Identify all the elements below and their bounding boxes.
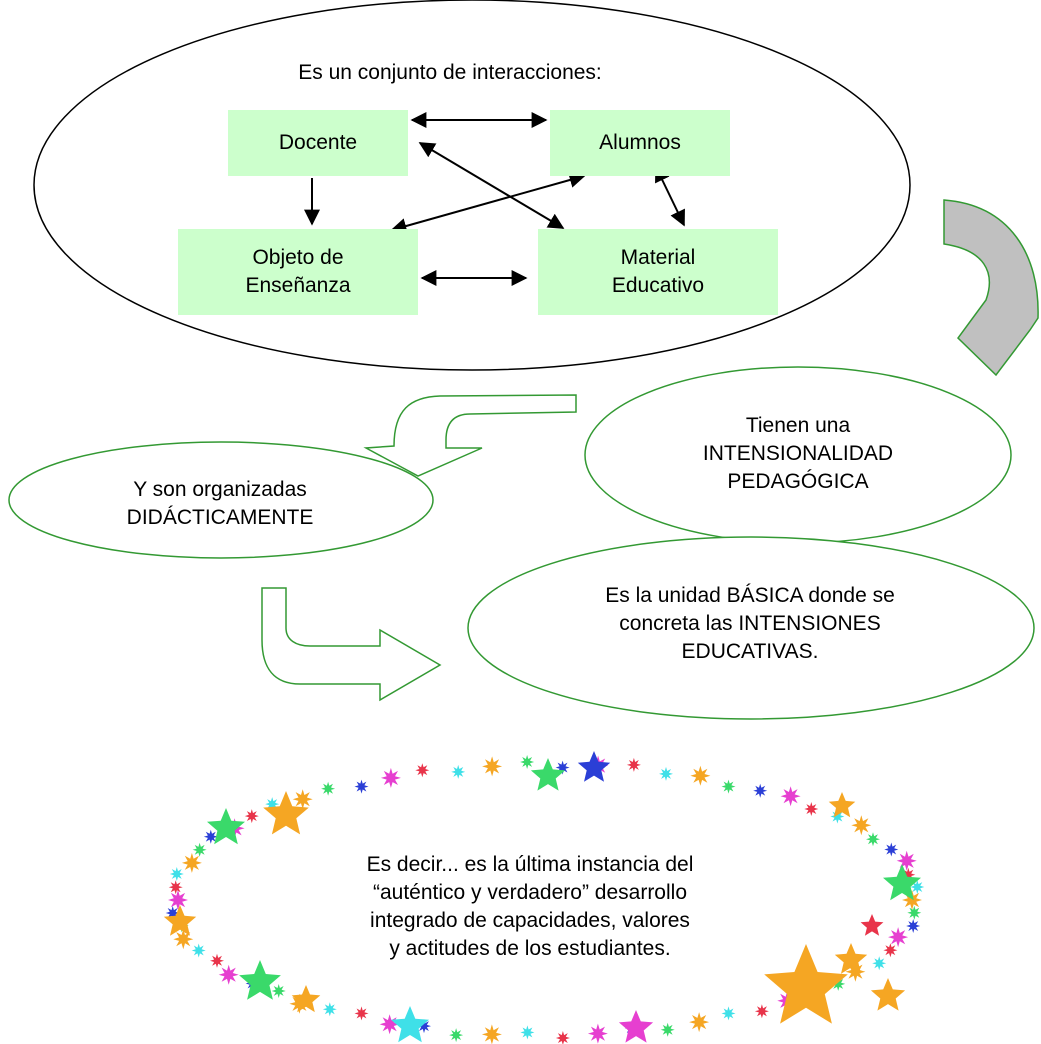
decorative-star <box>754 1004 769 1019</box>
decorative-star <box>721 779 736 794</box>
organizadas-bubble <box>8 441 434 559</box>
node-material-label: Material Educativo <box>611 246 705 297</box>
decorative-star <box>659 766 673 781</box>
decorative-star <box>896 850 917 871</box>
decorative-star <box>866 832 880 847</box>
decorative-star <box>207 808 245 845</box>
unidad-bubble <box>467 536 1035 720</box>
interactions-ellipse <box>33 0 911 371</box>
decorative-star <box>753 783 768 798</box>
decorative-star <box>322 1002 337 1017</box>
decorative-star <box>883 864 921 901</box>
bent-arrow-down-right <box>261 587 442 702</box>
decorative-star <box>451 764 466 779</box>
decorative-star <box>860 914 884 936</box>
decorative-star <box>181 852 202 873</box>
node-objeto-ensenanza: Objeto de Enseñanza <box>178 229 418 315</box>
decorative-star <box>168 880 183 895</box>
node-alumnos: Alumnos <box>550 110 730 176</box>
decorative-star <box>780 786 801 807</box>
decorative-star <box>626 757 641 772</box>
decorative-star <box>587 1023 608 1044</box>
decorative-star <box>530 758 566 791</box>
decorative-star <box>263 791 309 835</box>
curved-arrow-gray <box>943 199 1039 377</box>
decorative-star <box>379 1014 400 1035</box>
decorative-star <box>481 1024 502 1044</box>
decorative-star <box>884 842 899 857</box>
decorative-star <box>173 929 194 950</box>
decorative-star <box>449 1028 464 1043</box>
star-frame <box>163 751 925 1044</box>
node-docente: Docente <box>228 110 408 176</box>
decorative-star <box>163 905 197 936</box>
decorative-star <box>210 953 224 968</box>
decorative-star <box>391 1006 429 1043</box>
decorative-star <box>870 978 906 1011</box>
decorative-star <box>721 1006 736 1021</box>
interactions-title: Es un conjunto de interacciones: <box>298 61 602 84</box>
decorative-star <box>292 789 313 810</box>
decorative-star <box>907 905 922 920</box>
decorative-star <box>321 781 336 796</box>
star-frame-text: Es decir... es la última instancia del “… <box>366 853 694 960</box>
arrow-alumnos-objeto <box>390 172 586 234</box>
decorative-star <box>888 927 909 948</box>
unidad-text: Es la unidad BÁSICA donde se concreta la… <box>605 584 895 663</box>
intensionalidad-text: Tienen una INTENSIONALIDAD PEDAGÓGICA <box>702 414 894 493</box>
decorative-star <box>239 960 281 1000</box>
decorative-star <box>690 765 711 786</box>
decorative-star <box>380 767 401 788</box>
decorative-star <box>764 944 848 1024</box>
decorative-star <box>828 792 856 818</box>
decorative-star <box>804 802 819 816</box>
organizadas-text: Y son organizadas DIDÁCTICAMENTE <box>126 478 314 529</box>
decorative-star <box>482 756 503 777</box>
decorative-star <box>192 842 207 857</box>
decorative-star <box>218 964 239 985</box>
decorative-star <box>354 1006 369 1021</box>
decorative-star <box>291 985 321 1013</box>
decorative-star <box>520 1025 535 1040</box>
decorative-star <box>271 984 286 998</box>
decorative-star <box>660 1022 675 1037</box>
decorative-star <box>577 751 611 782</box>
decorative-star <box>618 1010 654 1043</box>
decorative-star <box>520 755 535 769</box>
decorative-star <box>415 763 430 778</box>
node-material-educativo: Material Educativo <box>538 229 778 315</box>
node-docente-label: Docente <box>278 131 358 154</box>
decorative-star <box>168 890 188 910</box>
decorative-star <box>872 956 887 971</box>
decorative-star <box>191 943 206 958</box>
node-objeto-label: Objeto de Enseñanza <box>245 246 351 297</box>
decorative-star <box>834 943 868 974</box>
decorative-star <box>203 829 218 844</box>
decorative-star <box>851 815 872 836</box>
decorative-star <box>244 809 259 824</box>
decorative-star <box>555 1031 570 1044</box>
decorative-star <box>169 867 184 881</box>
arrow-alumnos-material <box>655 165 685 227</box>
decorative-star <box>689 1012 710 1033</box>
decorative-star <box>883 943 898 958</box>
node-alumnos-label: Alumnos <box>599 131 681 154</box>
curved-arrow-down-left <box>363 394 577 477</box>
decorative-star <box>906 919 921 933</box>
decorative-star <box>830 809 845 824</box>
decorative-star <box>354 779 369 794</box>
interaction-arrows <box>304 112 685 286</box>
